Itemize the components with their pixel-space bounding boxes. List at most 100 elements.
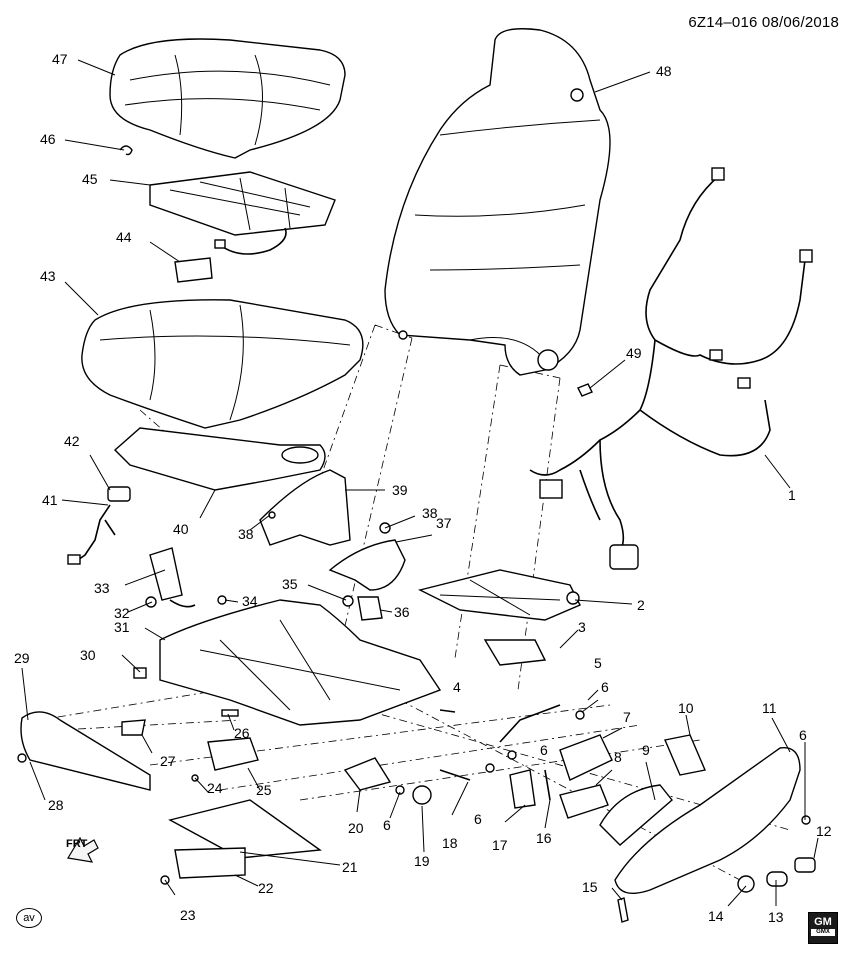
part-46-clip — [119, 145, 133, 156]
part-45-pan-frame — [149, 171, 336, 255]
callout-39: 39 — [392, 482, 408, 498]
part-49-bolt — [577, 383, 593, 397]
part-20-panel — [343, 757, 392, 791]
callout-35: 35 — [282, 576, 298, 592]
callout-31: 31 — [114, 619, 130, 635]
callout-48: 48 — [656, 63, 672, 79]
part-27-bracket — [121, 719, 146, 736]
part-9-switch-panel — [599, 784, 673, 846]
callout-28: 28 — [48, 797, 64, 813]
gm-logo-subtext: GMX — [811, 929, 835, 936]
av-badge: av — [16, 908, 42, 928]
part-30-clip — [133, 667, 147, 679]
callout-3: 3 — [578, 619, 586, 635]
part-5-cable — [499, 704, 561, 743]
part-44-pad — [174, 257, 213, 283]
part-11-side-shield — [614, 746, 801, 894]
callout-38: 38 — [422, 505, 438, 521]
front-label: FRT — [66, 838, 88, 850]
part-33-belt-buckle — [149, 547, 196, 608]
callout-16: 16 — [536, 830, 552, 846]
callout-10: 10 — [678, 700, 694, 716]
callout-30: 30 — [80, 647, 96, 663]
callout-49: 49 — [626, 345, 642, 361]
part-40-seat-pan — [113, 427, 326, 491]
callout-12: 12 — [816, 823, 832, 839]
callout-11: 11 — [762, 700, 777, 716]
callout-33: 33 — [94, 580, 110, 596]
part-4-rod — [439, 709, 456, 713]
callout-5: 5 — [594, 655, 602, 671]
part-15-screw — [617, 897, 629, 923]
callout-26: 26 — [234, 725, 250, 741]
part-3-motor — [483, 639, 547, 666]
callout-37: 37 — [436, 515, 452, 531]
callout-34: 34 — [242, 593, 258, 609]
part-39-recliner-bracket — [259, 469, 391, 546]
part-42-41-sensor-harness — [67, 486, 131, 565]
part-37-cover — [328, 539, 406, 591]
callout-15: 15 — [582, 879, 598, 895]
callout-27: 27 — [160, 753, 176, 769]
callout-43: 43 — [40, 268, 56, 284]
callout-9: 9 — [642, 742, 650, 758]
part-7-motor — [559, 734, 613, 781]
callout-8: 8 — [614, 749, 622, 765]
part-16-spring — [544, 769, 551, 801]
callout-29: 29 — [14, 650, 30, 666]
part-1-wire-harness — [529, 167, 813, 570]
part-10-switch — [664, 734, 706, 776]
callout-25: 25 — [256, 782, 272, 798]
part-22-module — [174, 847, 246, 879]
callout-6c: 6 — [383, 817, 391, 833]
callout-6: 6 — [601, 679, 609, 695]
part-14-knob — [737, 875, 755, 893]
callout-21: 21 — [342, 859, 358, 875]
callout-6b: 6 — [540, 742, 548, 758]
callout-4: 4 — [453, 679, 461, 695]
part-6-screw-c — [395, 785, 405, 795]
callout-18: 18 — [442, 835, 458, 851]
part-43-cushion-foam — [81, 299, 364, 429]
callout-24: 24 — [207, 780, 223, 796]
part-13-knob — [766, 871, 788, 887]
callout-44: 44 — [116, 229, 132, 245]
callout-32: 32 — [114, 605, 130, 621]
callout-45: 45 — [82, 171, 98, 187]
part-26-spring — [221, 709, 239, 717]
callout-46: 46 — [40, 131, 56, 147]
gm-logo: GM GMX — [808, 912, 838, 944]
part-47-cushion-cover — [109, 38, 346, 159]
callout-22: 22 — [258, 880, 274, 896]
callout-labels: 1 2 3 4 5 6 6 6 6 6 7 8 9 10 11 12 13 14… — [14, 51, 832, 925]
callout-20: 20 — [348, 820, 364, 836]
callout-2: 2 — [637, 597, 645, 613]
part-34-bolt — [217, 595, 227, 605]
part-18-rod — [439, 769, 471, 781]
part-29-front-trim — [20, 711, 151, 791]
part-28-fastener — [17, 753, 27, 763]
part-35-nut — [342, 595, 354, 607]
callout-23: 23 — [180, 907, 196, 923]
part-21-track — [168, 799, 322, 859]
part-8-module — [559, 784, 609, 819]
part-6-screw-a — [575, 710, 585, 720]
callout-42: 42 — [64, 433, 80, 449]
callout-47: 47 — [52, 51, 68, 67]
gm-logo-text: GM — [814, 916, 832, 928]
leader-lines — [21, 59, 819, 907]
callout-17: 17 — [492, 837, 508, 853]
callout-41: 41 — [42, 492, 58, 508]
part-17-latch — [509, 769, 536, 809]
callout-40: 40 — [173, 521, 189, 537]
callout-38b: 38 — [238, 526, 254, 542]
callout-14: 14 — [708, 908, 724, 924]
part-6-screw-b — [507, 750, 517, 760]
part-2-adjuster — [417, 569, 581, 621]
part-36-bracket — [357, 596, 383, 621]
part-6-screw-e — [801, 815, 811, 825]
diagram-id-date: 6Z14–016 08/06/2018 — [688, 14, 839, 31]
callout-1: 1 — [788, 487, 796, 503]
